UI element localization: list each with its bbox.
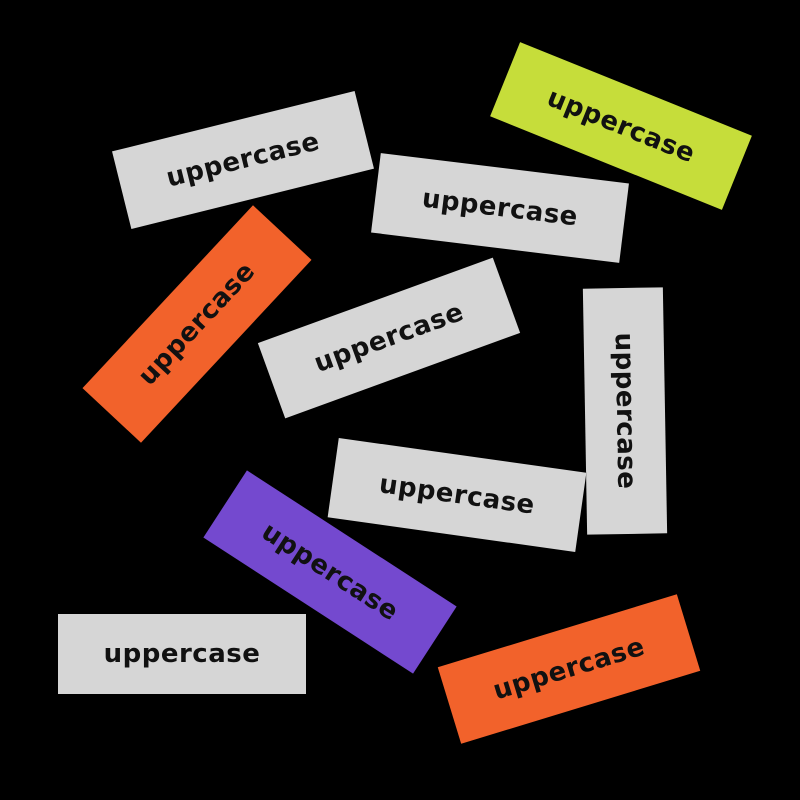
uppercase-label-gray: uppercase (112, 90, 374, 230)
uppercase-label-gray: uppercase (582, 287, 668, 535)
uppercase-label-gray: uppercase (58, 614, 306, 694)
uppercase-label-gray: uppercase (257, 257, 521, 419)
uppercase-label-orange: uppercase (82, 205, 312, 443)
uppercase-label-gray: uppercase (327, 437, 587, 553)
uppercase-label-orange: uppercase (437, 594, 701, 744)
uppercase-label-gray: uppercase (371, 153, 629, 263)
